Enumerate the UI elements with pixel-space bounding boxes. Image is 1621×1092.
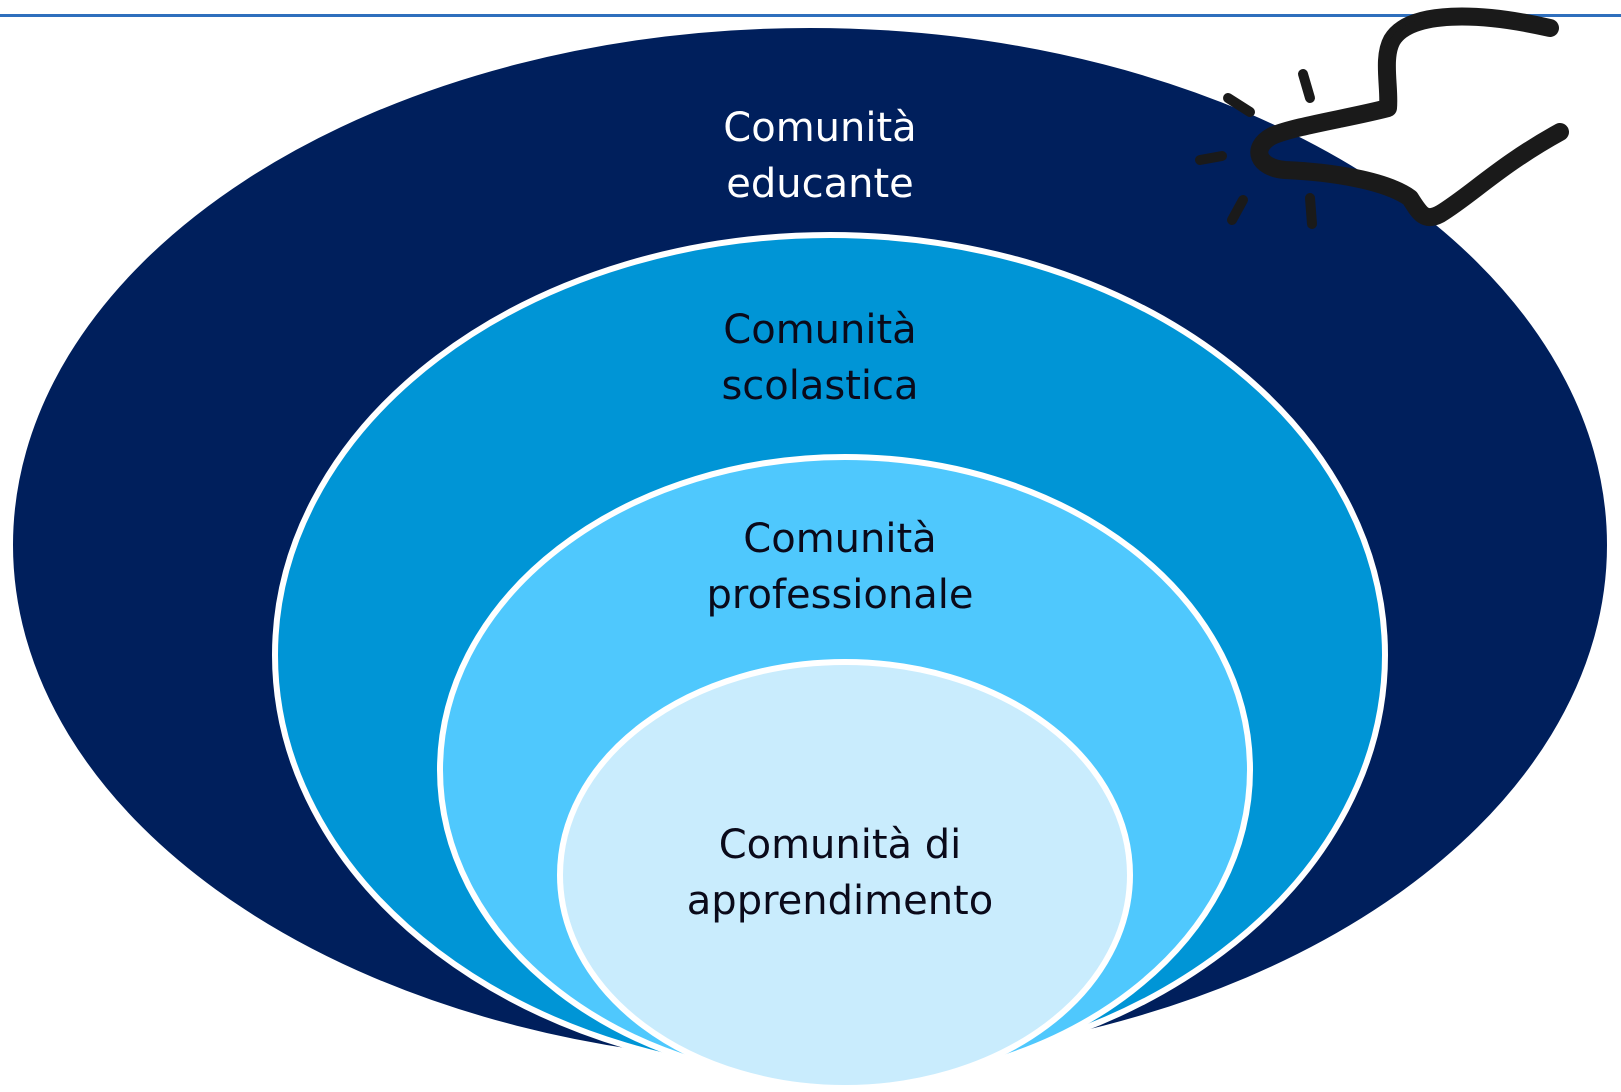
label-apprendimento-line2: apprendimento <box>686 878 994 924</box>
label-comunita-educante: Comunità educante <box>660 100 980 212</box>
label-educante-line1: Comunità <box>723 105 917 151</box>
label-educante-line2: educante <box>726 161 914 207</box>
label-comunita-apprendimento: Comunità di apprendimento <box>640 817 1040 929</box>
label-apprendimento-line1: Comunità di <box>718 822 962 868</box>
layer-apprendimento-ellipse <box>557 659 1133 1091</box>
pointing-hand-icon <box>1195 7 1569 229</box>
label-scolastica-line2: scolastica <box>721 363 919 409</box>
label-comunita-professionale: Comunità professionale <box>660 511 1020 623</box>
label-professionale-line1: Comunità <box>743 516 937 562</box>
top-rule <box>0 14 1621 17</box>
label-professionale-line2: professionale <box>706 572 974 618</box>
label-comunita-scolastica: Comunità scolastica <box>660 302 980 414</box>
label-scolastica-line1: Comunità <box>723 307 917 353</box>
